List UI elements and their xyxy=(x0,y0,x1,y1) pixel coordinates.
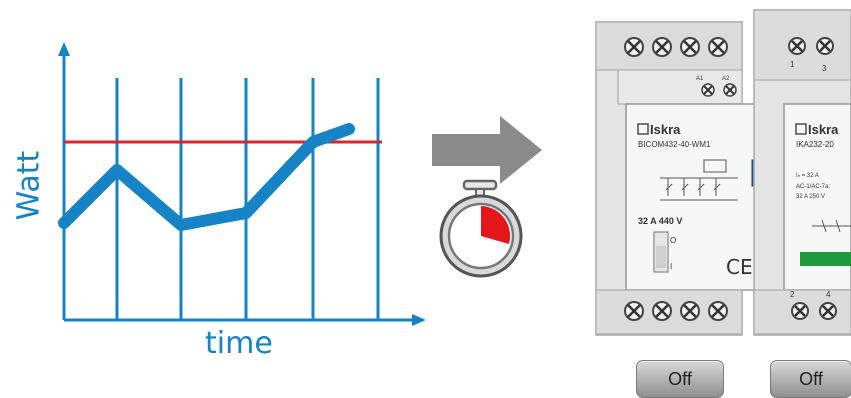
model-label: IKA232-20 xyxy=(796,140,834,149)
brand-label: Iskra xyxy=(808,122,839,137)
screw-icon xyxy=(652,301,672,321)
terminal-label: 4 xyxy=(826,290,831,299)
rating-label: 32 A 440 V xyxy=(638,216,683,226)
ce-mark: CE xyxy=(726,255,753,279)
contactor-device-right xyxy=(753,9,851,336)
screw-icon xyxy=(791,302,809,320)
spec-line: AC-1/AC-7a: xyxy=(796,184,831,190)
screw-icon xyxy=(624,37,644,57)
screw-icon xyxy=(624,301,644,321)
screw-icon xyxy=(788,37,806,55)
brand-label: Iskra xyxy=(650,122,681,137)
switch-off-marker: O xyxy=(670,236,677,245)
spec-line: Iₙ = 32 A xyxy=(796,173,819,179)
screw-icon xyxy=(723,83,737,97)
y-axis-arrow xyxy=(58,42,70,56)
status-stripe xyxy=(800,252,851,266)
x-axis-arrow xyxy=(412,314,426,326)
power-curve xyxy=(58,123,355,231)
screw-icon xyxy=(708,301,728,321)
terminal-label: 2 xyxy=(790,290,795,299)
wiring-schematic xyxy=(660,159,738,201)
screw-icon xyxy=(816,37,834,55)
screw-icon xyxy=(680,37,700,57)
y-axis-label: Watt xyxy=(11,150,47,221)
brand-logo-icon xyxy=(637,123,649,135)
right-arrow-icon xyxy=(432,116,542,184)
switch-on-marker: I xyxy=(670,262,673,271)
terminal-label: 1 xyxy=(790,60,795,69)
screw-icon xyxy=(652,37,672,57)
x-axis-label: time xyxy=(205,326,273,361)
contactor-device-left: CE xyxy=(595,21,769,336)
off-button-left[interactable]: Off xyxy=(636,360,724,398)
terminal-label: 3 xyxy=(822,64,827,73)
off-button-right[interactable]: Off xyxy=(770,360,851,398)
stopwatch-icon xyxy=(439,179,523,278)
screw-icon xyxy=(680,301,700,321)
terminal-label: A1 xyxy=(696,76,704,82)
power-graph xyxy=(58,42,426,326)
screw-icon xyxy=(819,302,837,320)
screw-icon xyxy=(708,37,728,57)
spec-line: 32 A 250 V xyxy=(796,194,826,200)
wiring-schematic xyxy=(812,219,851,233)
screw-icon xyxy=(701,83,715,97)
brand-logo-icon xyxy=(795,123,807,135)
terminal-label: A2 xyxy=(722,76,730,82)
model-label: BICOM432-40-WM1 xyxy=(638,140,711,149)
